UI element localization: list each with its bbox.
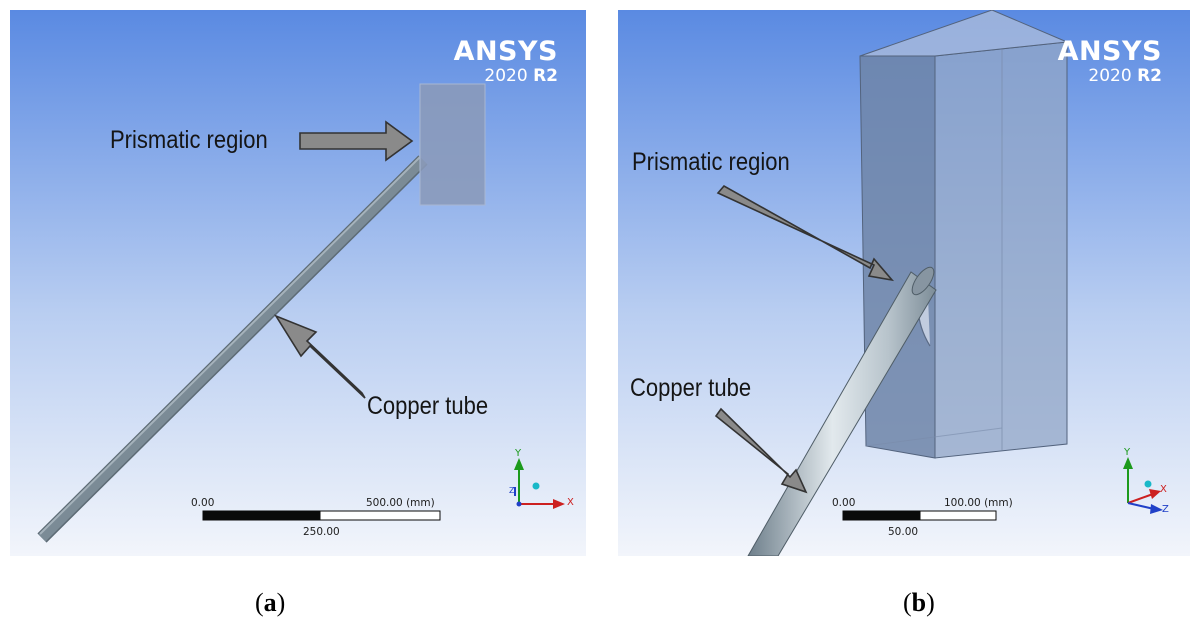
label-copper-tube: Copper tube bbox=[367, 392, 489, 420]
arrow-to-region bbox=[299, 120, 414, 162]
caption-b: (b) bbox=[903, 588, 935, 617]
scale-start-label: 0.00 bbox=[832, 497, 856, 509]
logo-version: 2020 R2 bbox=[484, 66, 558, 86]
ansys-logo: ANSYS 2020 R2 bbox=[454, 38, 558, 85]
scale-bar bbox=[202, 510, 441, 521]
arrow-to-region bbox=[716, 184, 895, 282]
scale-end-label: 100.00 (mm) bbox=[944, 497, 1013, 509]
scale-start-label: 0.00 bbox=[191, 497, 215, 509]
label-prismatic-region: Prismatic region bbox=[110, 126, 268, 154]
panel-a-viewport: ANSYS 2020 R2 Prismatic region Copper tu… bbox=[10, 10, 586, 556]
axis-triad bbox=[514, 458, 565, 509]
scale-bar bbox=[842, 510, 997, 521]
logo-name: ANSYS bbox=[1057, 36, 1162, 67]
scale-end-label: 500.00 (mm) bbox=[366, 497, 435, 509]
scale-mid-label: 250.00 bbox=[303, 526, 340, 538]
scale-mid-label: 50.00 bbox=[888, 526, 919, 538]
axis-y-label: Y bbox=[1124, 447, 1131, 458]
prismatic-region-box bbox=[859, 10, 1069, 459]
axis-z-label: Z bbox=[1162, 504, 1169, 515]
panel-b-viewport: ANSYS 2020 R2 Prismatic region Copper tu… bbox=[618, 10, 1190, 556]
axis-x-label: X bbox=[567, 497, 574, 508]
axis-z-label: Z bbox=[509, 486, 515, 495]
logo-version: 2020 R2 bbox=[1088, 66, 1162, 86]
ansys-logo: ANSYS 2020 R2 bbox=[1058, 38, 1162, 85]
logo-name: ANSYS bbox=[453, 36, 558, 67]
prismatic-region-box bbox=[419, 83, 486, 206]
label-copper-tube: Copper tube bbox=[630, 374, 752, 402]
axis-triad bbox=[1123, 457, 1163, 514]
axis-y-label: Y bbox=[515, 448, 522, 459]
panel-b-scene bbox=[618, 10, 1190, 556]
arrow-to-tube bbox=[714, 407, 808, 494]
arrow-to-tube bbox=[274, 314, 366, 399]
copper-tube bbox=[37, 155, 428, 543]
label-prismatic-region: Prismatic region bbox=[632, 148, 790, 176]
caption-a: (a) bbox=[255, 588, 286, 617]
axis-x-label: X bbox=[1160, 484, 1167, 495]
panel-a-scene bbox=[10, 10, 586, 556]
